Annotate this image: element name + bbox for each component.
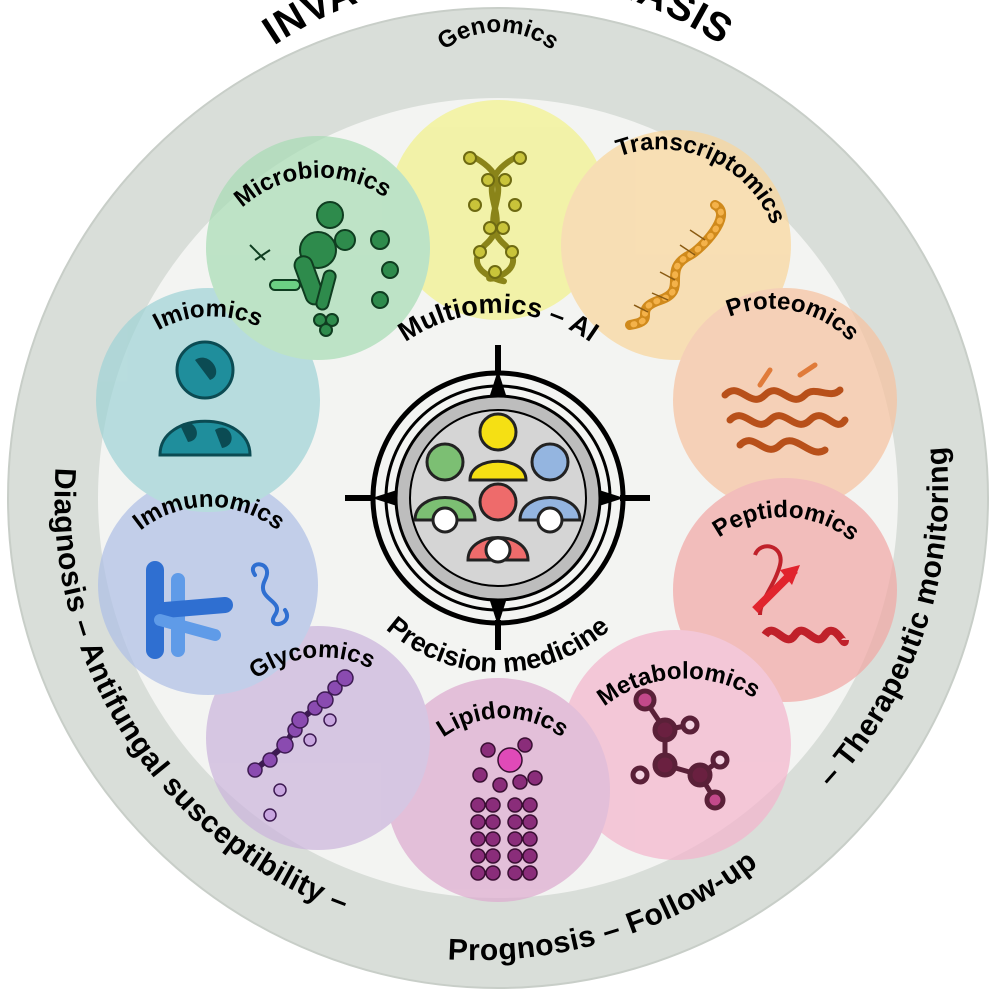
metabolomics-circle [561,630,791,860]
rna-strand-icon [625,200,726,330]
microbes-icon [249,201,399,337]
antibody-icon [146,561,289,659]
peptide-helix-icon [752,544,849,647]
patient-group-icon [413,412,582,564]
dna-double-helix-icon [463,151,527,285]
proteomics-circle [673,288,897,512]
omics-circles [96,100,897,902]
glycan-molecule-icon [247,669,354,822]
patient-scan-icon [158,340,252,457]
glycomics-circle [206,626,430,850]
protein-structure-icon [721,362,849,456]
lipid-bilayer-icon [470,737,543,881]
metabolite-molecule-icon [630,688,730,811]
